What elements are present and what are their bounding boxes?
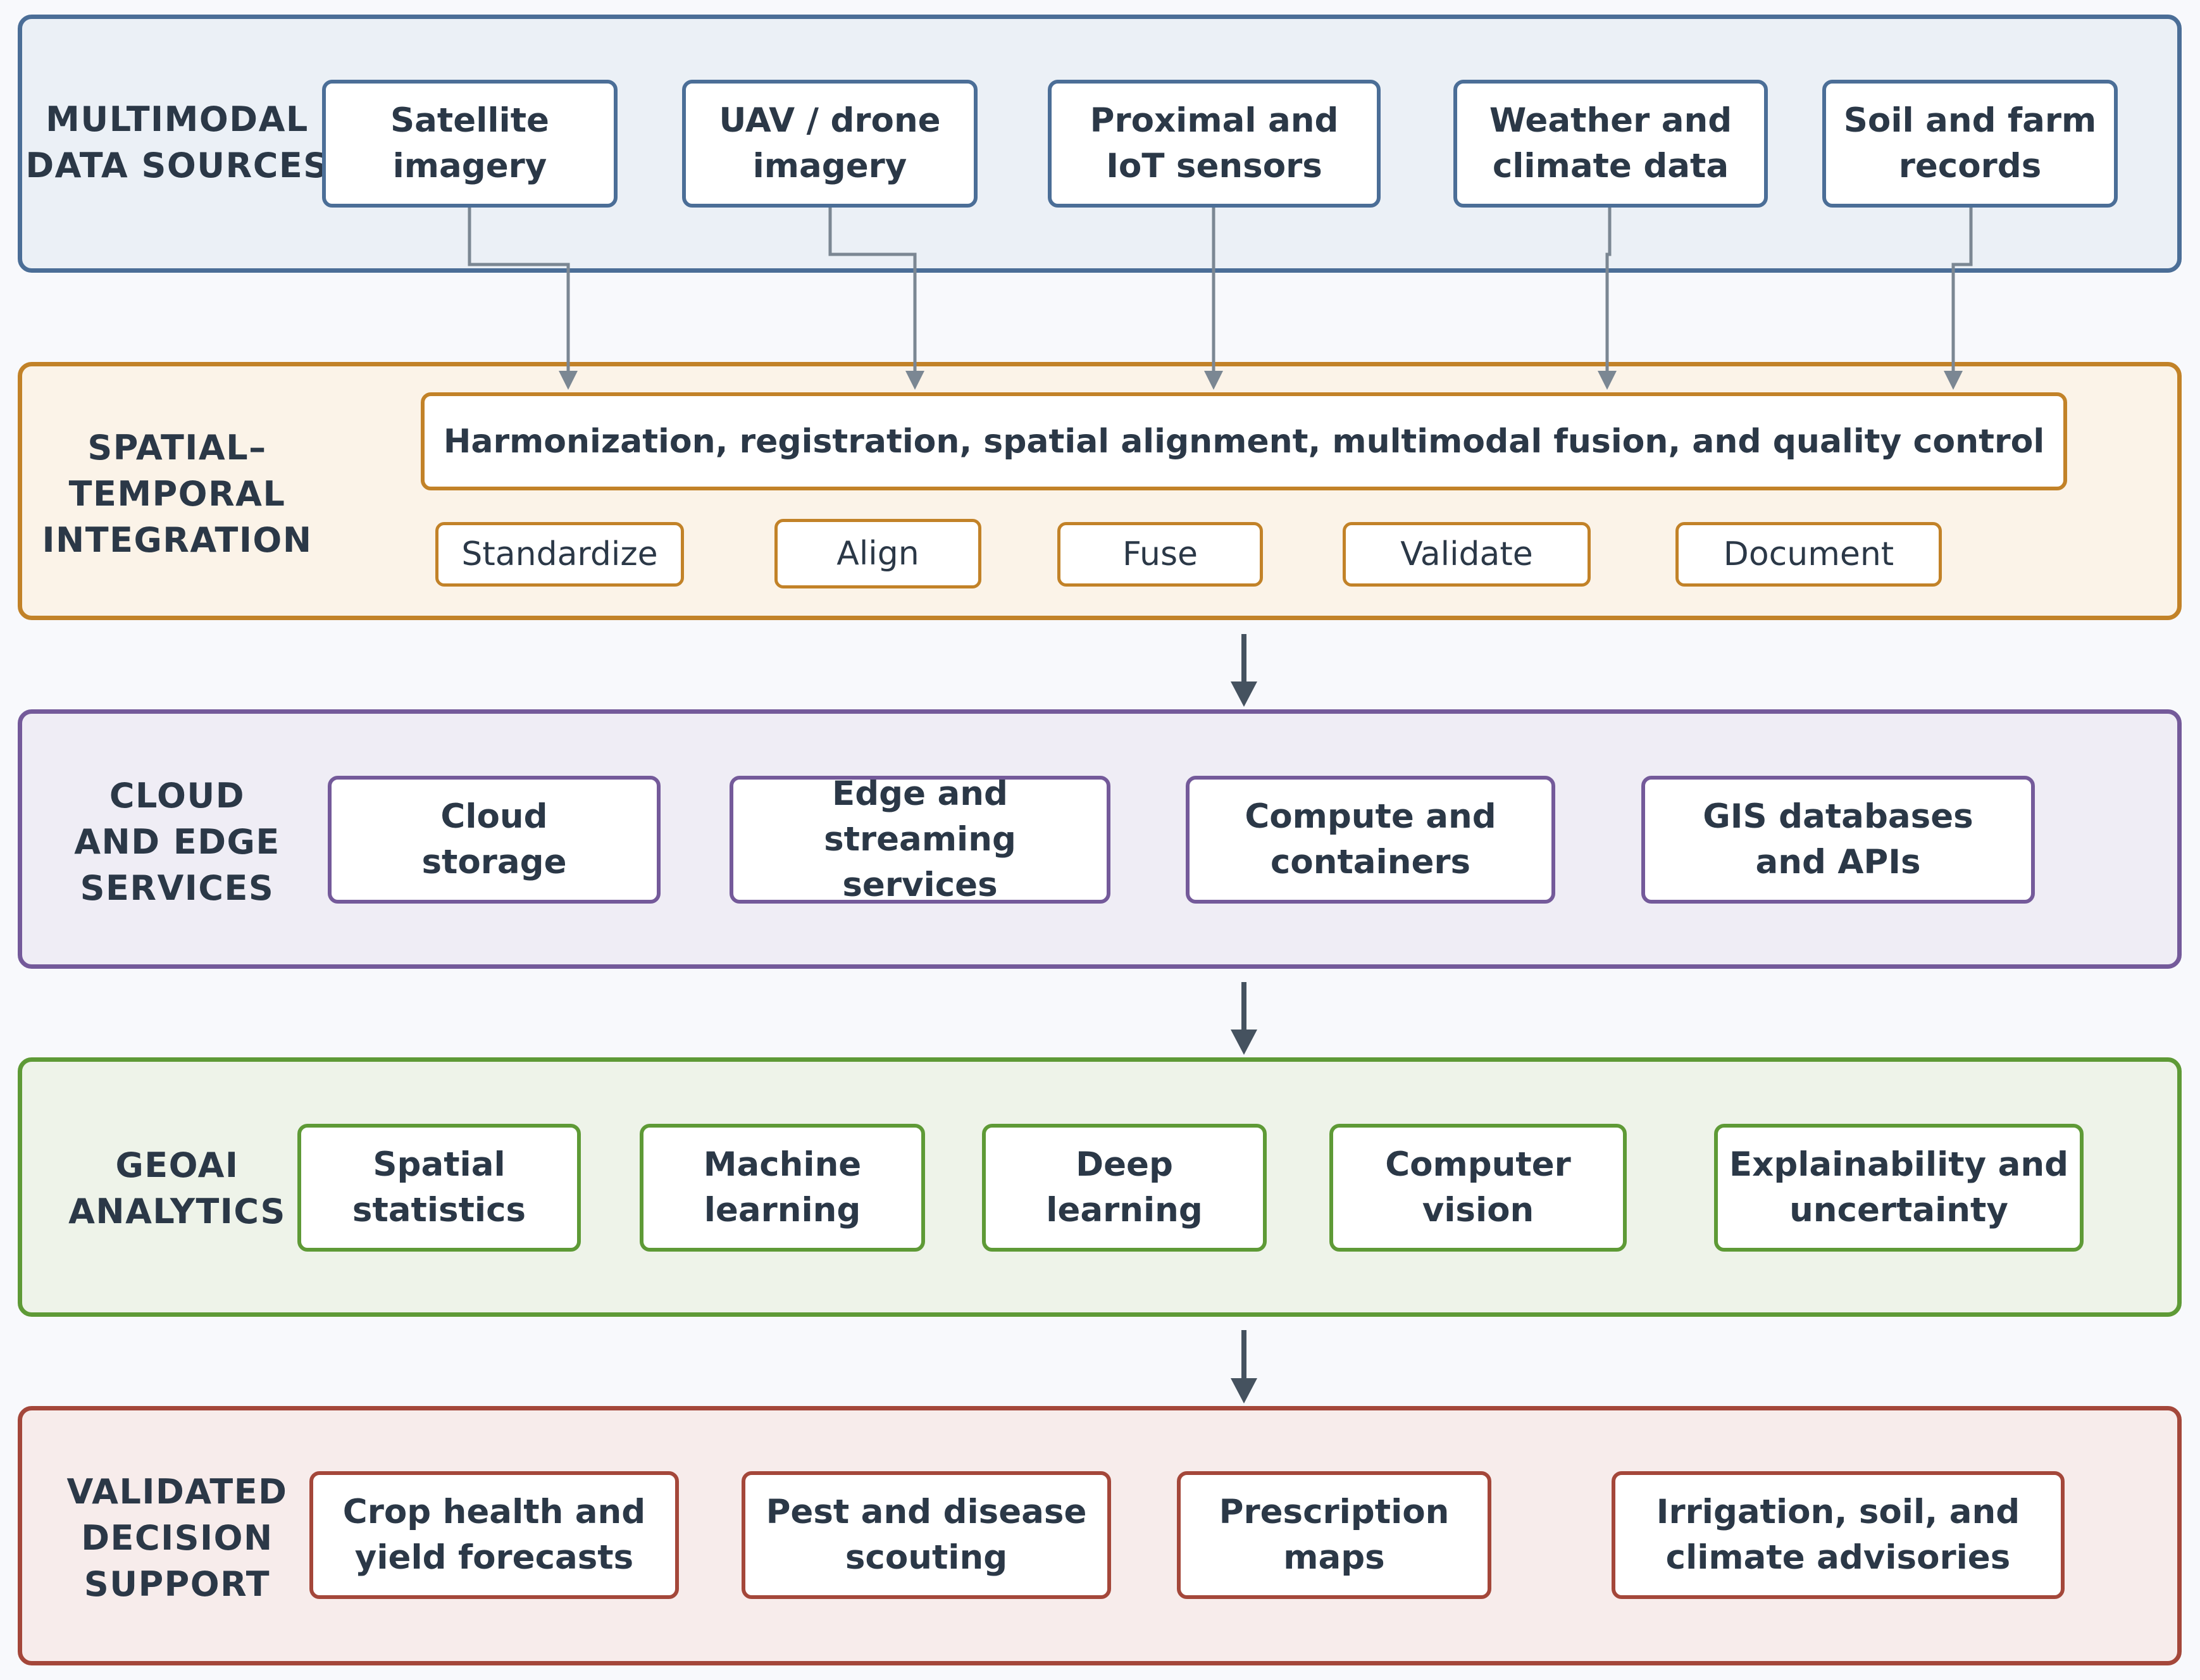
source-uav-drone-imagery: UAV / drone imagery — [682, 80, 978, 208]
integration-banner: Harmonization, registration, spatial ali… — [421, 392, 2067, 490]
integration-step-standardize: Standardize — [435, 522, 684, 587]
source-soil-farm-records: Soil and farm records — [1822, 80, 2118, 208]
integration-step-validate: Validate — [1343, 522, 1591, 587]
layer-label-integration: SPATIAL– TEMPORAL INTEGRATION — [42, 427, 313, 560]
layer-label-data-sources: MULTIMODAL DATA SOURCES — [25, 99, 329, 185]
compute-containers: Compute and containers — [1186, 776, 1555, 904]
analytics-spatial-statistics: Spatial statistics — [297, 1124, 581, 1252]
layer-flow-arrowhead — [1231, 1030, 1257, 1055]
analytics-deep-learning: Deep learning — [982, 1124, 1267, 1252]
source-weather-climate-data: Weather and climate data — [1453, 80, 1768, 208]
integration-step-align: Align — [774, 519, 981, 588]
integration-step-document: Document — [1675, 522, 1942, 587]
integration-step-fuse: Fuse — [1057, 522, 1263, 587]
decision-pest-disease-scouting: Pest and disease scouting — [742, 1471, 1111, 1599]
decision-crop-health-yield: Crop health and yield forecasts — [309, 1471, 679, 1599]
analytics-computer-vision: Computer vision — [1329, 1124, 1627, 1252]
decision-irrigation-soil-climate: Irrigation, soil, and climate advisories — [1612, 1471, 2065, 1599]
analytics-machine-learning: Machine learning — [640, 1124, 925, 1252]
analytics-explainability-uncertainty: Explainability and uncertainty — [1714, 1124, 2084, 1252]
layer-flow-arrowhead — [1231, 1378, 1257, 1403]
cloud-storage: Cloud storage — [328, 776, 661, 904]
edge-streaming-services: Edge and streaming services — [730, 775, 1110, 904]
layer-label-decision-support: VALIDATED DECISION SUPPORT — [66, 1471, 288, 1604]
layer-flow-arrowhead — [1231, 681, 1257, 707]
layer-label-cloud-edge: CLOUD AND EDGE SERVICES — [74, 775, 280, 908]
decision-prescription-maps: Prescription maps — [1177, 1471, 1491, 1599]
source-satellite-imagery: Satellite imagery — [322, 80, 618, 208]
source-proximal-iot-sensors: Proximal and IoT sensors — [1048, 80, 1381, 208]
gis-databases-apis: GIS databases and APIs — [1641, 776, 2035, 904]
layer-label-geoai-analytics: GEOAI ANALYTICS — [68, 1145, 286, 1231]
